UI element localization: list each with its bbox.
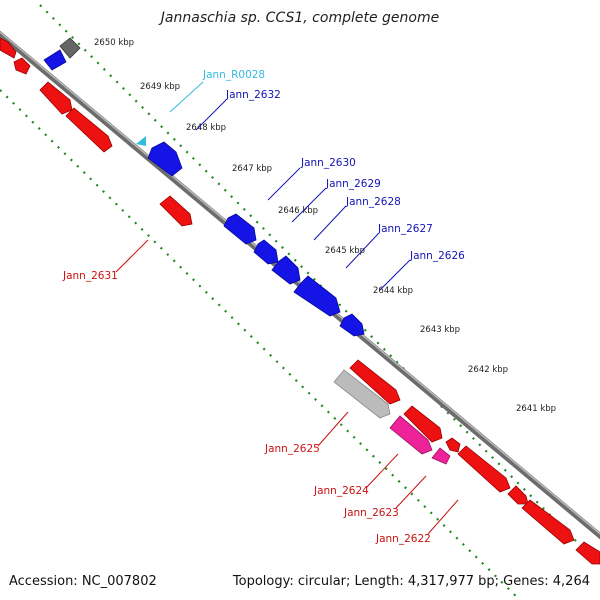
gene-label[interactable]: Jann_2629: [325, 178, 381, 190]
tick-label: 2647 kbp: [232, 164, 272, 174]
reverse-strand-genes: [0, 37, 600, 565]
tick-label: 2650 kbp: [94, 38, 134, 48]
leader-line: [195, 99, 227, 131]
tick-label: 2644 kbp: [373, 286, 413, 296]
gene-arrow-reverse[interactable]: [575, 541, 600, 565]
gene-arrow-other[interactable]: [389, 415, 433, 455]
leader-line: [291, 187, 327, 223]
gene-arrow-forward[interactable]: [293, 275, 341, 317]
gene-arrow-reverse[interactable]: [39, 81, 73, 115]
tick-label: 2641 kbp: [516, 404, 556, 414]
gene-label[interactable]: Jann_2622: [375, 533, 431, 545]
leader-line: [427, 499, 459, 535]
gc-dotted-lines: [0, 4, 600, 600]
gene-arrow-forward[interactable]: [271, 255, 301, 285]
gene-arrow-reverse[interactable]: [13, 57, 31, 75]
leader-line: [313, 205, 347, 241]
gene-label[interactable]: Jann_2626: [409, 250, 465, 262]
map-title: Jannaschia sp. CCS1, complete genome: [160, 10, 440, 26]
leader-line: [115, 239, 149, 273]
gene-arrow-other[interactable]: [59, 37, 81, 59]
leader-line: [365, 453, 399, 489]
tick-label: 2642 kbp: [468, 365, 508, 375]
leader-line: [317, 411, 349, 447]
rna-gene-marker[interactable]: [136, 136, 146, 146]
gene-label[interactable]: Jann_2628: [345, 196, 401, 208]
tick-label: 2648 kbp: [186, 123, 226, 133]
gene-arrow-reverse[interactable]: [0, 37, 17, 59]
gene-arrow-forward[interactable]: [223, 213, 257, 245]
tick-label: 2645 kbp: [325, 246, 365, 256]
genome-summary-text: Topology: circular; Length: 4,317,977 bp…: [232, 574, 590, 589]
gene-arrow-reverse[interactable]: [159, 195, 193, 227]
gene-label[interactable]: Jann_2632: [225, 89, 281, 101]
gene-label[interactable]: Jann_2624: [313, 485, 369, 497]
gene-arrow-reverse[interactable]: [507, 485, 529, 505]
reverse-label-leaders: [115, 239, 459, 535]
gene-arrow-forward[interactable]: [339, 313, 365, 337]
gene-arrow-pseudo[interactable]: [333, 369, 391, 419]
forward-strand-genes: [43, 37, 365, 337]
leader-line: [395, 475, 427, 509]
gene-arrow-reverse[interactable]: [403, 405, 443, 443]
accession-text: Accession: NC_007802: [9, 574, 157, 589]
gene-label[interactable]: Jann_R0028: [202, 69, 265, 81]
gene-label[interactable]: Jann_2630: [300, 157, 356, 169]
gene-arrow-other[interactable]: [431, 447, 451, 465]
leader-line: [345, 233, 379, 269]
kbp-ticks: 2650 kbp 2649 kbp 2648 kbp 2647 kbp 2646…: [94, 38, 556, 414]
gene-arrow-forward[interactable]: [253, 239, 279, 265]
tick-label: 2646 kbp: [278, 206, 318, 216]
gene-label[interactable]: Jann_2625: [264, 443, 320, 455]
gene-label[interactable]: Jann_2631: [62, 270, 118, 282]
gene-arrow-reverse[interactable]: [457, 445, 511, 493]
backbone-highlight: [0, 31, 600, 535]
leader-line: [267, 167, 301, 201]
leader-line: [169, 81, 204, 113]
forward-label-leaders: [169, 81, 411, 291]
gene-arrow-forward[interactable]: [147, 141, 183, 177]
gene-label[interactable]: Jann_2627: [377, 223, 433, 235]
tick-label: 2643 kbp: [420, 325, 460, 335]
reverse-gene-labels: Jann_2631 Jann_2625 Jann_2624 Jann_2623 …: [62, 270, 431, 545]
gene-arrow-reverse[interactable]: [445, 437, 461, 453]
gene-label[interactable]: Jann_2623: [343, 507, 399, 519]
gene-arrow-reverse[interactable]: [65, 107, 113, 153]
gene-arrow-reverse[interactable]: [349, 359, 401, 405]
forward-gene-labels: Jann_R0028 Jann_2632 Jann_2630 Jann_2629…: [202, 69, 465, 262]
gene-arrow-reverse[interactable]: [521, 499, 575, 545]
gene-arrow-forward[interactable]: [43, 49, 67, 71]
tick-label: 2649 kbp: [140, 82, 180, 92]
leader-line: [379, 259, 411, 291]
